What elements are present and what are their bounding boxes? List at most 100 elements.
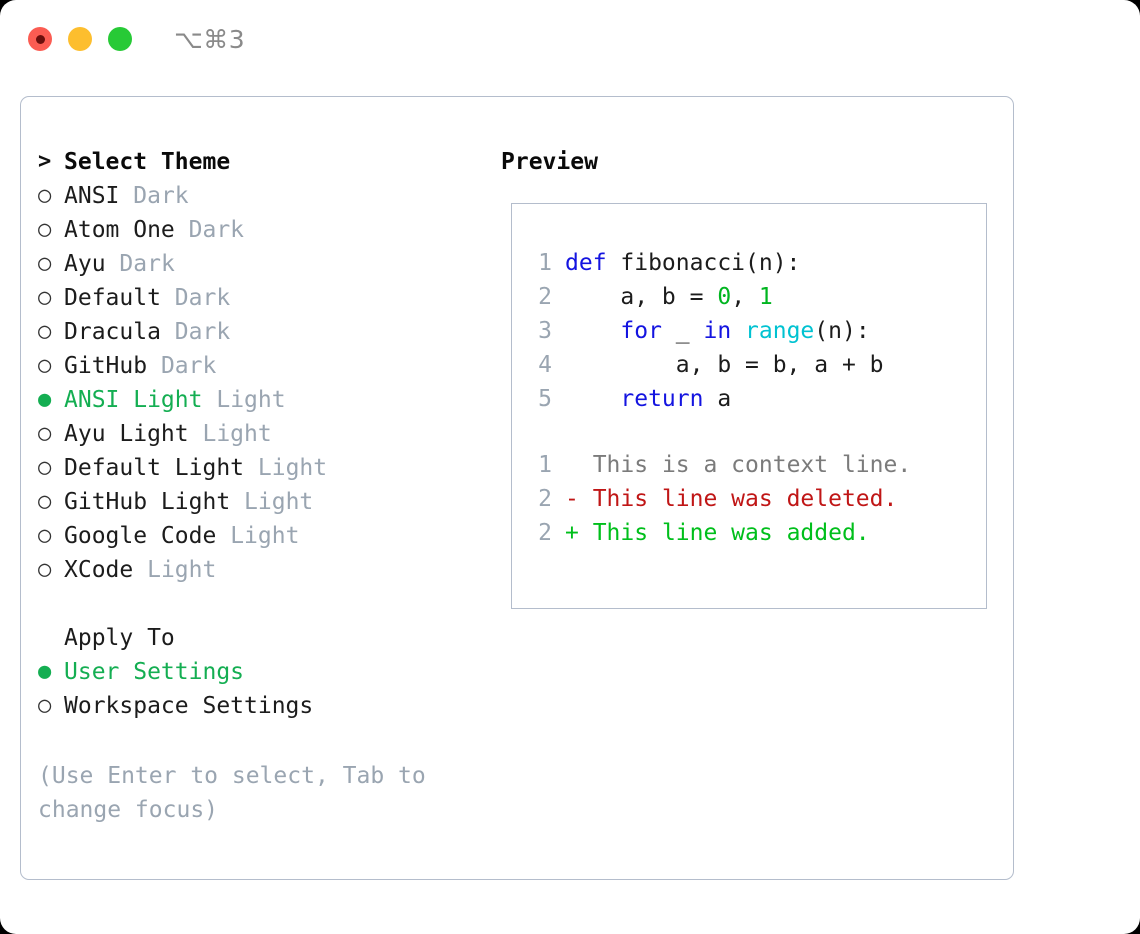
line-number: 1 [538,452,552,478]
code-line: 2 a, b = 0, 1 [524,280,980,314]
theme-item-variant: Light [257,455,328,481]
panel-body: > Select Theme ○ANSI Dark○Atom One Dark○… [21,97,1013,879]
theme-item[interactable]: ●ANSI Light Light [38,383,498,417]
apply-to-option-label: Workspace Settings [64,693,314,719]
code-token-plain: (n): [814,318,870,344]
theme-item-name: GitHub Light [64,489,231,515]
theme-item-variant: Dark [133,183,189,209]
theme-picker-header: > Select Theme [38,145,498,179]
apply-to-option[interactable]: ● User Settings [38,655,498,689]
code-token-plain: a [703,386,732,412]
radio-unselected-icon[interactable]: ○ [38,693,52,718]
label-gap [230,485,244,519]
diff-marker: - [565,486,579,512]
theme-item-variant: Light [147,557,217,583]
label-gap [161,281,175,315]
main-panel: > Select Theme ○ANSI Dark○Atom One Dark○… [20,96,1014,880]
code-line: 4 a, b = b, a + b [524,348,980,382]
code-line: 3 for _ in range(n): [524,314,980,348]
page-title: Select Theme [64,149,231,175]
apply-to-section: Apply To ● User Settings ○ Workspace Settin… [38,621,498,723]
apply-to-label: Apply To [64,625,175,651]
radio-unselected-icon[interactable]: ○ [38,523,52,548]
theme-item-name: Ayu [64,251,106,277]
diff-marker [565,448,579,482]
theme-item-variant: Dark [160,353,217,379]
code-diff-separator [524,416,980,448]
theme-item[interactable]: ○Google Code Light [38,519,498,553]
theme-item-variant: Dark [174,285,231,311]
label-gap [216,519,230,553]
close-button[interactable] [28,27,52,51]
theme-item-variant: Dark [188,217,245,243]
theme-item-name: GitHub [64,353,148,379]
theme-item-variant: Light [244,489,314,515]
apply-to-options: ● User Settings ○ Workspace Settings [38,655,498,723]
apply-to-option-label: User Settings [64,659,245,685]
theme-item[interactable]: ○Dracula Dark [38,315,498,349]
code-line: 5 return a [524,382,980,416]
title-bar: ⌥⌘3 [0,0,1140,78]
theme-item-variant: Light [230,523,300,549]
theme-item[interactable]: ○XCode Light [38,553,498,587]
line-number: 5 [538,386,552,412]
theme-item[interactable]: ○Default Dark [38,281,498,315]
radio-selected-icon[interactable]: ● [38,387,52,412]
code-token-plain: , [731,284,759,310]
label-gap [147,349,161,383]
radio-unselected-icon[interactable]: ○ [38,489,52,514]
diff-line: 2+ This line was added. [524,516,980,550]
code-token-kw: def [565,250,621,276]
keyboard-hint: (Use Enter to select, Tab to change focu… [38,763,440,823]
radio-unselected-icon[interactable]: ○ [38,183,52,208]
diff-line-text: This is a context line. [578,452,912,478]
radio-unselected-icon[interactable]: ○ [38,285,52,310]
radio-unselected-icon[interactable]: ○ [38,455,52,480]
theme-item[interactable]: ○ GitHub Dark [38,349,498,383]
theme-item[interactable]: ○ANSI Dark [38,179,498,213]
diff-line-text: This line was deleted. [578,486,898,512]
theme-item[interactable]: ○ GitHub Light Light [38,485,498,519]
radio-selected-icon[interactable]: ● [38,659,52,684]
theme-item[interactable]: ○Ayu Light Light [38,417,498,451]
code-token-fn: range [745,318,815,344]
preview-title: Preview [501,149,598,175]
theme-item-name: Ayu Light [64,421,189,447]
theme-item[interactable]: ○ Default Light Light [38,451,498,485]
code-token-kw: return [620,386,704,412]
label-gap [244,451,258,485]
theme-items-container: ○ANSI Dark○Atom One Dark○Ayu Dark○Defaul… [38,179,498,587]
maximize-button[interactable] [108,27,132,51]
code-token-plain: fibonacci(n): [620,250,801,276]
label-gap [119,179,133,213]
line-number: 2 [538,486,552,512]
theme-item-variant: Light [216,387,286,413]
label-gap [161,315,175,349]
radio-unselected-icon[interactable]: ○ [38,217,52,242]
code-token-plain [565,386,620,412]
apply-to-option[interactable]: ○ Workspace Settings [38,689,498,723]
code-token-plain: a, b = b, a + b [565,352,884,378]
theme-item[interactable]: ○Atom One Dark [38,213,498,247]
theme-item-name: Default Light [64,455,245,481]
radio-unselected-icon[interactable]: ○ [38,251,52,276]
radio-unselected-icon[interactable]: ○ [38,421,52,446]
minimize-button[interactable] [68,27,92,51]
line-number: 4 [538,352,552,378]
radio-unselected-icon[interactable]: ○ [38,557,52,582]
theme-item-variant: Dark [174,319,231,345]
diff-line: 1 This is a context line. [524,448,980,482]
radio-unselected-icon[interactable]: ○ [38,353,52,378]
line-number: 2 [538,284,552,310]
label-gap [133,553,147,587]
diff-line-text: This line was added. [578,520,870,546]
code-line-content: a, b = 0, 1 [565,280,772,314]
radio-unselected-icon[interactable]: ○ [38,319,52,344]
code-line-content: for _ in range(n): [565,314,870,348]
theme-item[interactable]: ○Ayu Dark [38,247,498,281]
apply-to-title: Apply To [38,621,498,655]
code-token-kw: for [620,318,662,344]
code-token-kw: in [703,318,732,344]
